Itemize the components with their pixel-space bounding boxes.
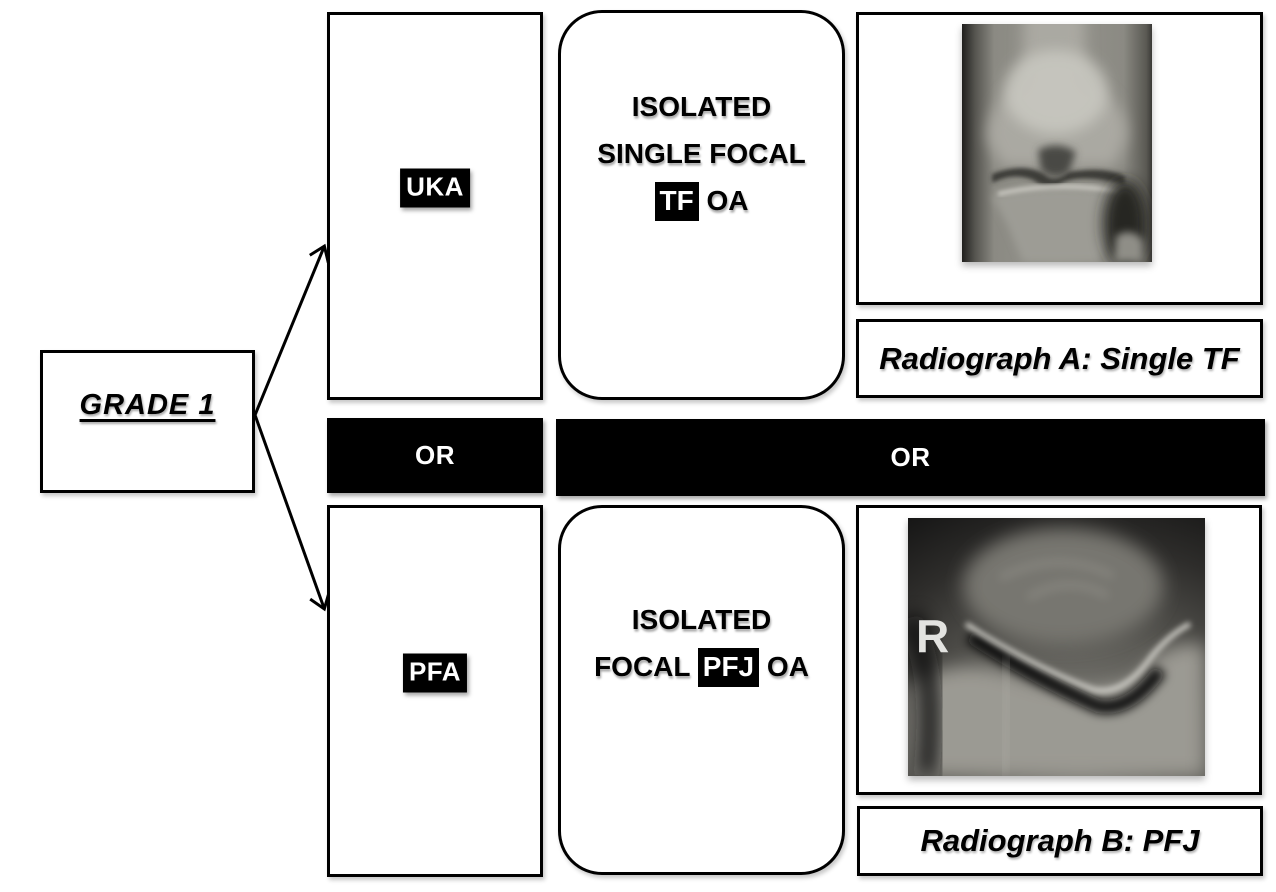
pfa-label: PFA <box>402 653 468 693</box>
radiograph-a-caption: Radiograph A: Single TF <box>879 340 1240 376</box>
uka-label: UKA <box>400 168 470 208</box>
radiograph-b-frame: R <box>856 505 1262 795</box>
xray-a-patella <box>1004 50 1108 134</box>
tf-indication-line3: TF OA <box>561 177 842 224</box>
grade1-label: GRADE 1 <box>79 389 216 421</box>
xray-b-femur-mass <box>908 644 1205 776</box>
uka-option-box: UKA <box>327 12 543 400</box>
radiograph-b-caption: Radiograph B: PFJ <box>920 823 1200 858</box>
pfj-indication-box: ISOLATED FOCAL PFJ OA <box>558 505 845 875</box>
xray-b-bone-edge <box>1002 657 1010 776</box>
arrow-to-pfa <box>253 414 331 612</box>
radiograph-a-image <box>962 24 1152 262</box>
xray-b-left-shadow <box>908 611 943 776</box>
tf-indication-box: ISOLATED SINGLE FOCAL TF OA <box>558 10 845 400</box>
xray-a-tibia <box>992 188 1123 262</box>
xray-a-notch <box>1038 145 1076 177</box>
tf-indication-line1: ISOLATED <box>631 91 772 122</box>
xray-a-fibula <box>1114 232 1143 262</box>
pfa-option-box: PFA <box>327 505 543 877</box>
xray-a-plateau-line <box>997 184 1121 197</box>
tf-highlight: TF <box>654 182 699 221</box>
radiograph-a-caption-box: Radiograph A: Single TF <box>856 319 1263 398</box>
or-right-label: OR <box>890 442 931 472</box>
xray-b-joint-gap <box>966 630 1166 714</box>
or-bar-left: OR <box>327 418 543 493</box>
xray-b-side-marker: R <box>916 610 949 662</box>
radiograph-b-image: R <box>908 518 1205 776</box>
pfj-highlight: PFJ <box>697 648 760 687</box>
radiograph-a-frame <box>856 12 1263 305</box>
pfj-lead: FOCAL <box>594 651 698 682</box>
or-bar-right: OR <box>556 419 1265 496</box>
radiograph-b-caption-box: Radiograph B: PFJ <box>857 806 1263 876</box>
grade1-node: GRADE 1 <box>40 350 255 493</box>
pfj-indication-line2: FOCAL PFJ OA <box>561 643 842 690</box>
tf-tail: OA <box>698 185 749 216</box>
or-left-label: OR <box>415 440 455 470</box>
tf-indication-line2: SINGLE FOCAL <box>597 138 806 169</box>
pfj-indication-line1: ISOLATED <box>631 604 772 635</box>
pfj-tail: OA <box>759 651 809 682</box>
arrow-to-uka <box>253 243 330 416</box>
xray-a-joint-space <box>992 168 1125 187</box>
xray-b-patella-border <box>964 621 1192 694</box>
xray-b-patella-streaks <box>998 560 1115 601</box>
